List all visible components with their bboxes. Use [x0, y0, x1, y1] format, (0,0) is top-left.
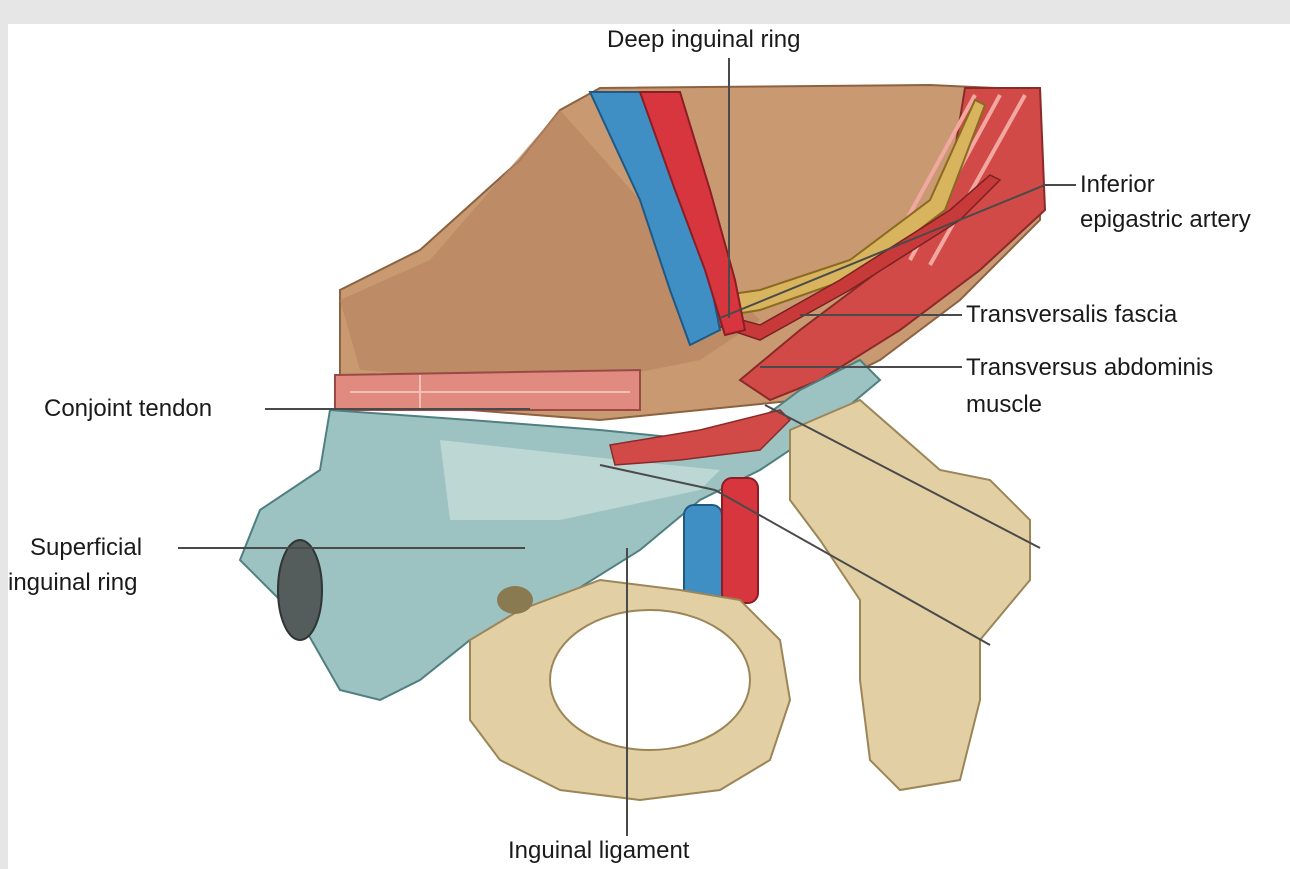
internal-oblique-strip: [334, 368, 641, 411]
obturator-foramen: [549, 609, 751, 751]
label-superficial-inguinal-ring-line1: Superficial: [30, 534, 143, 561]
label-conjoint-tendon: Conjoint tendon: [44, 395, 213, 422]
leader-femoral-upper: [764, 404, 1041, 549]
aponeurosis-highlight: [440, 440, 720, 520]
external-iliac-artery: [638, 91, 747, 337]
label-superficial-inguinal-ring-line2: inguinal ring: [8, 569, 138, 596]
label-inferior-epigastric-artery-line2: epigastric artery: [1080, 206, 1251, 233]
pubic-tubercle: [497, 586, 533, 614]
lower-muscle-band: [609, 409, 792, 466]
superficial-ring-opening: [277, 539, 323, 641]
label-transversalis-fascia: Transversalis fascia: [966, 301, 1178, 328]
label-inferior-epigastric-artery-line1: Inferior: [1080, 171, 1155, 198]
label-deep-inguinal-ring: Deep inguinal ring: [607, 26, 801, 53]
leader-femoral-lower: [714, 489, 991, 646]
femoral-vein: [683, 504, 723, 606]
label-transversus-abdominis-line2: muscle: [966, 391, 1043, 418]
leader-inferior-epigastric-artery: [719, 184, 1076, 319]
muscle-shading: [340, 110, 760, 380]
internal-oblique-lines: [350, 375, 630, 410]
femur: [789, 398, 1031, 792]
leader-femoral-diag: [599, 464, 716, 491]
label-inguinal-ligament: Inguinal ligament: [508, 837, 690, 864]
leader-lines: [178, 58, 1076, 836]
label-transversus-abdominis-line1: Transversus abdominis: [966, 354, 1214, 381]
